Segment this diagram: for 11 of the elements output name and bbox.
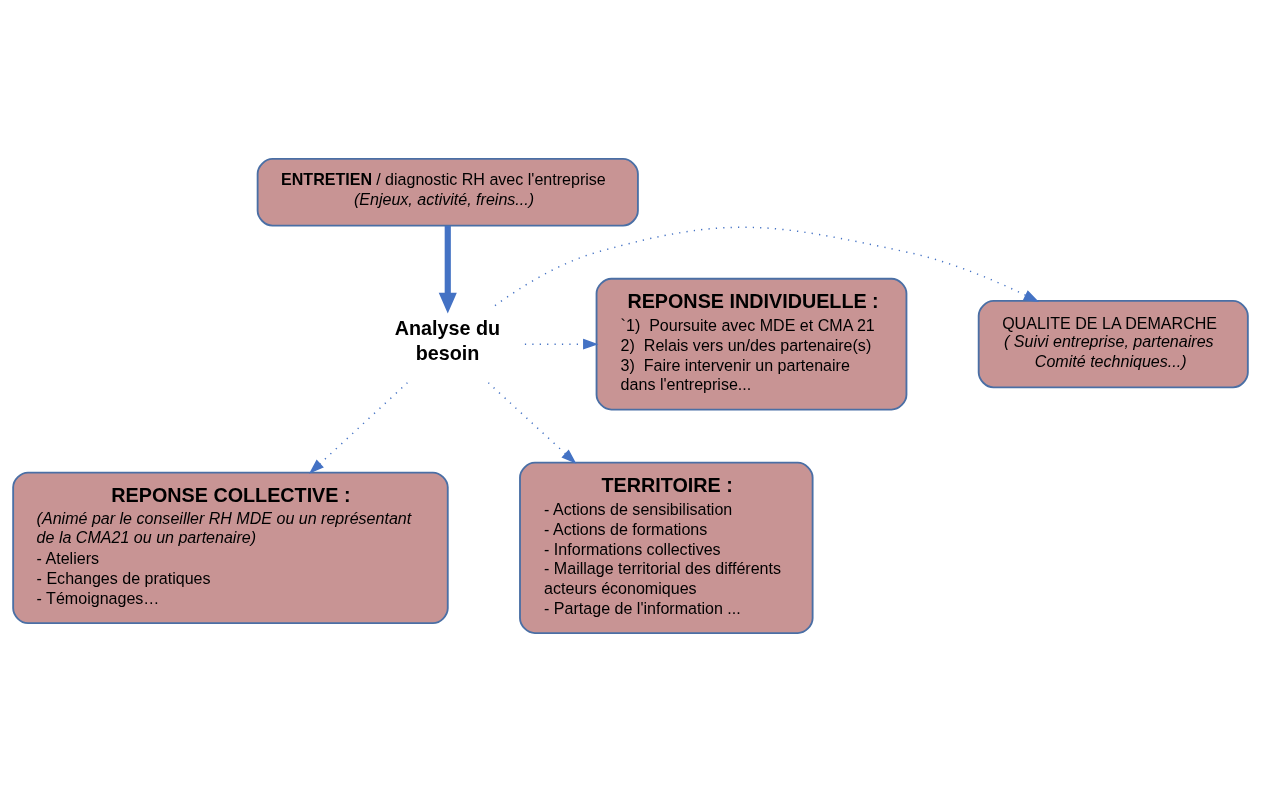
arrow — [487, 382, 577, 464]
arrow — [438, 225, 457, 314]
node-box: REPONSE INDIVIDUELLE : `1) Poursuite avec MDE et CMA 21 2) Relais vers un/des partenaire(s) 3) Faire intervenir un partenaire dans l'entreprise... — [595, 277, 908, 411]
arrow — [524, 338, 599, 350]
node-box: REPONSE COLLECTIVE : (Animé par le conseiller RH MDE ou un représentant de la CMA21 ou un partenaire) - Ateliers - Echanges de pratiques - Témoignages… — [12, 471, 449, 625]
node-text: Analyse du besoin — [394, 317, 501, 364]
arrow — [494, 226, 1040, 307]
node-box: ENTRETIEN/ diagnostic RH avec l'entreprise (Enjeux, activité, freins...) — [256, 158, 639, 227]
arrow — [309, 382, 409, 474]
node-box: TERRITOIRE : - Actions de sensibilisation - Actions de formations - Informations collectives - Maillage territorial des différents acteurs économiques - Partage de l'information ... — [519, 461, 814, 634]
node-box: QUALITE DE LA DEMARCHE ( Suivi entreprise, partenaires Comité techniques...) — [977, 300, 1249, 389]
